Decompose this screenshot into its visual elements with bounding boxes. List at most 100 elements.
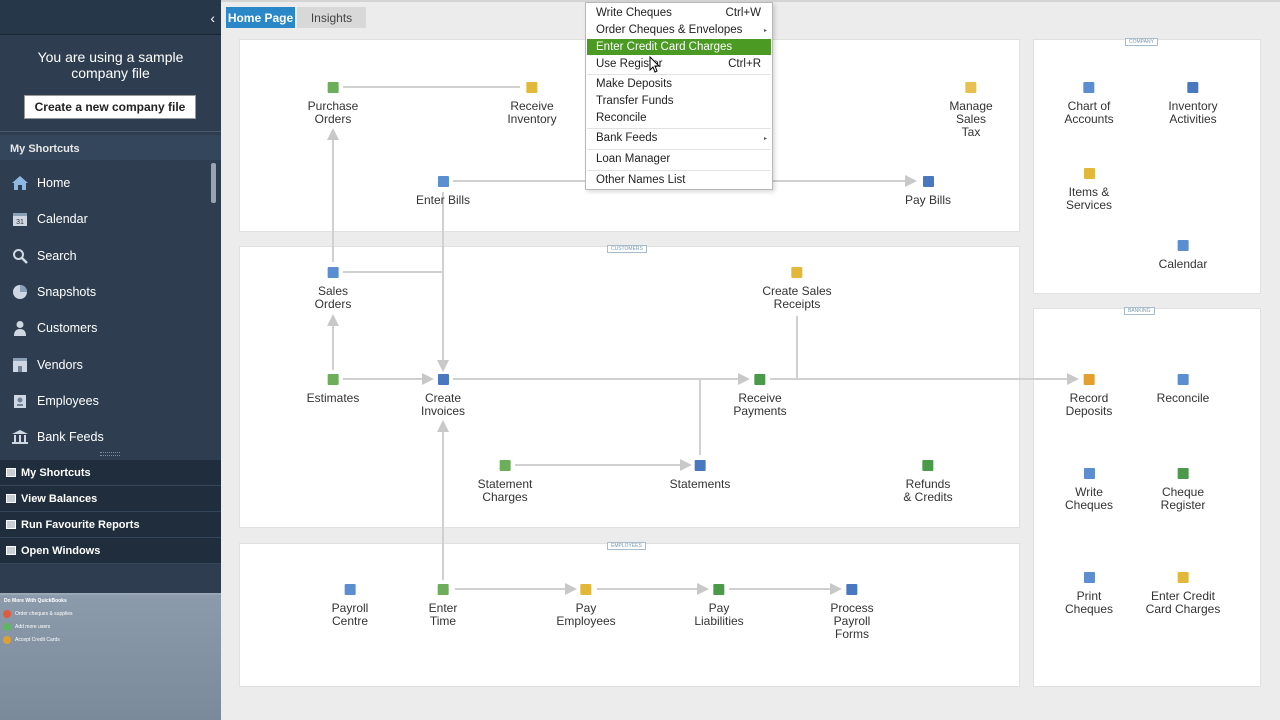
tab-home-page[interactable]: Home Page xyxy=(226,7,295,28)
flow-label: Receive Payments xyxy=(733,391,787,418)
tab-run-favourite-reports[interactable]: Run Favourite Reports xyxy=(0,512,221,538)
enter-time-button[interactable]: Enter Time xyxy=(428,584,458,628)
menu-item-label: Bank Feeds xyxy=(596,132,658,144)
tab-open-windows[interactable]: Open Windows xyxy=(0,538,221,564)
chart-of-accounts-icon xyxy=(1083,82,1095,93)
svg-text:31: 31 xyxy=(16,219,24,226)
submenu-arrow-icon: ▸ xyxy=(763,27,767,34)
flow-label: Items & Services xyxy=(1065,185,1113,212)
bills-icon xyxy=(437,176,449,187)
sidebar-item-label: Customers xyxy=(37,321,98,336)
flow-label: Refunds & Credits xyxy=(903,477,953,504)
sidebar-scrollbar[interactable] xyxy=(211,163,216,203)
purchase-orders-button[interactable]: Purchase Orders xyxy=(308,82,358,126)
menu-item-order-cheques[interactable]: Order Cheques & Envelopes▸ xyxy=(587,22,771,38)
menu-separator xyxy=(587,74,771,75)
do-more-add-users[interactable]: Add more users xyxy=(0,620,221,633)
sample-company-notice: You are using a sample company file Crea… xyxy=(0,36,221,132)
credit-card-icon xyxy=(1177,572,1189,583)
flow-label: Enter Time xyxy=(428,601,458,628)
flow-label: Calendar xyxy=(1158,257,1208,271)
cheque-register-button[interactable]: Cheque Register xyxy=(1160,468,1206,512)
sidebar-item-label: Vendors xyxy=(37,357,83,372)
tab-label: View Balances xyxy=(21,492,98,505)
cheque-register-icon xyxy=(1177,468,1189,479)
payroll-forms-icon xyxy=(846,584,858,595)
menu-item-make-deposits[interactable]: Make Deposits xyxy=(587,76,771,92)
create-invoices-button[interactable]: Create Invoices xyxy=(421,374,465,418)
receive-inventory-button[interactable]: Receive Inventory xyxy=(507,82,557,126)
sidebar-item-vendors[interactable]: Vendors xyxy=(0,346,210,382)
enter-bills-button[interactable]: Enter Bills xyxy=(416,176,470,207)
pay-bills-button[interactable]: Pay Bills xyxy=(905,176,951,207)
tab-view-balances[interactable]: View Balances xyxy=(0,486,221,512)
flow-label: Payroll Centre xyxy=(331,601,369,628)
menu-item-bank-feeds[interactable]: Bank Feeds▸ xyxy=(587,130,771,146)
pay-liabilities-button[interactable]: Pay Liabilities xyxy=(694,584,744,628)
refunds-credits-button[interactable]: Refunds & Credits xyxy=(903,460,953,504)
receive-payments-button[interactable]: Receive Payments xyxy=(733,374,787,418)
menu-item-other-names-list[interactable]: Other Names List xyxy=(587,172,771,188)
write-cheques-button[interactable]: Write Cheques xyxy=(1065,468,1113,512)
sidebar-item-home[interactable]: Home xyxy=(0,165,210,201)
mouse-cursor-icon xyxy=(649,56,661,73)
shortcuts-title: My Shortcuts xyxy=(0,135,221,160)
inventory-activities-button[interactable]: Inventory Activities xyxy=(1168,82,1218,126)
do-more-accept-cards[interactable]: Accept Credit Cards xyxy=(0,633,221,646)
sidebar-item-snapshots[interactable]: Snapshots xyxy=(0,274,210,310)
flow-label: Cheque Register xyxy=(1160,485,1206,512)
reports-icon xyxy=(6,520,16,529)
menu-item-label: Enter Credit Card Charges xyxy=(596,41,733,53)
calendar-button[interactable]: Calendar xyxy=(1158,240,1208,271)
chart-of-accounts-button[interactable]: Chart of Accounts xyxy=(1064,82,1114,126)
resize-grip[interactable] xyxy=(100,452,120,456)
sidebar-item-employees[interactable]: Employees xyxy=(0,383,210,419)
sidebar-item-search[interactable]: Search xyxy=(0,238,210,274)
customers-panel-label: CUSTOMERS xyxy=(607,245,647,253)
menu-item-loan-manager[interactable]: Loan Manager xyxy=(587,151,771,167)
statement-charges-button[interactable]: Statement Charges xyxy=(478,460,532,504)
bank-icon xyxy=(11,428,29,446)
payroll-centre-button[interactable]: Payroll Centre xyxy=(331,584,369,628)
sidebar-item-bank-feeds[interactable]: Bank Feeds xyxy=(0,419,210,455)
reconcile-icon xyxy=(1177,374,1189,385)
sales-tax-icon xyxy=(965,82,977,93)
tab-my-shortcuts[interactable]: My Shortcuts xyxy=(0,460,221,486)
statement-charge-icon xyxy=(499,460,511,471)
menu-item-enter-credit-card-charges[interactable]: Enter Credit Card Charges xyxy=(587,39,771,55)
pay-employees-button[interactable]: Pay Employees xyxy=(556,584,616,628)
menu-item-label: Use Register xyxy=(596,58,663,70)
sidebar-item-customers[interactable]: Customers xyxy=(0,310,210,346)
collapse-sidebar-icon[interactable]: ‹ xyxy=(210,10,215,26)
flow-label: Enter Bills xyxy=(415,193,471,207)
menu-item-transfer-funds[interactable]: Transfer Funds xyxy=(587,93,771,109)
flow-label: Manage Sales Tax xyxy=(949,99,993,139)
do-more-label: Accept Credit Cards xyxy=(15,636,60,643)
items-services-button[interactable]: Items & Services xyxy=(1066,168,1112,212)
enter-credit-card-charges-button[interactable]: Enter Credit Card Charges xyxy=(1146,572,1220,616)
create-sales-receipts-button[interactable]: Create Sales Receipts xyxy=(762,267,832,311)
process-payroll-forms-button[interactable]: Process Payroll Forms xyxy=(830,584,874,641)
sales-orders-button[interactable]: Sales Orders xyxy=(315,267,351,311)
statements-button[interactable]: Statements xyxy=(670,460,730,491)
print-cheques-button[interactable]: Print Cheques xyxy=(1065,572,1113,616)
manage-sales-tax-button[interactable]: Manage Sales Tax xyxy=(949,82,993,139)
sidebar-item-calendar[interactable]: 31 Calendar xyxy=(0,201,210,237)
estimates-button[interactable]: Estimates xyxy=(306,374,360,405)
flow-label: Inventory Activities xyxy=(1168,99,1218,126)
record-deposits-button[interactable]: Record Deposits xyxy=(1066,374,1112,418)
do-more-order-cheques[interactable]: Order cheques & supplies xyxy=(0,607,221,620)
search-icon xyxy=(11,247,29,265)
statement-icon xyxy=(694,460,706,471)
reconcile-button[interactable]: Reconcile xyxy=(1157,374,1209,405)
employee-icon xyxy=(11,392,29,410)
do-more-label: Order cheques & supplies xyxy=(15,610,73,617)
vendor-icon xyxy=(11,356,29,374)
sales-order-icon xyxy=(327,267,339,278)
menu-item-reconcile[interactable]: Reconcile xyxy=(587,110,771,126)
tab-insights[interactable]: Insights xyxy=(297,7,366,28)
flow-label: Estimates xyxy=(306,391,360,405)
create-company-button[interactable]: Create a new company file xyxy=(24,95,196,119)
